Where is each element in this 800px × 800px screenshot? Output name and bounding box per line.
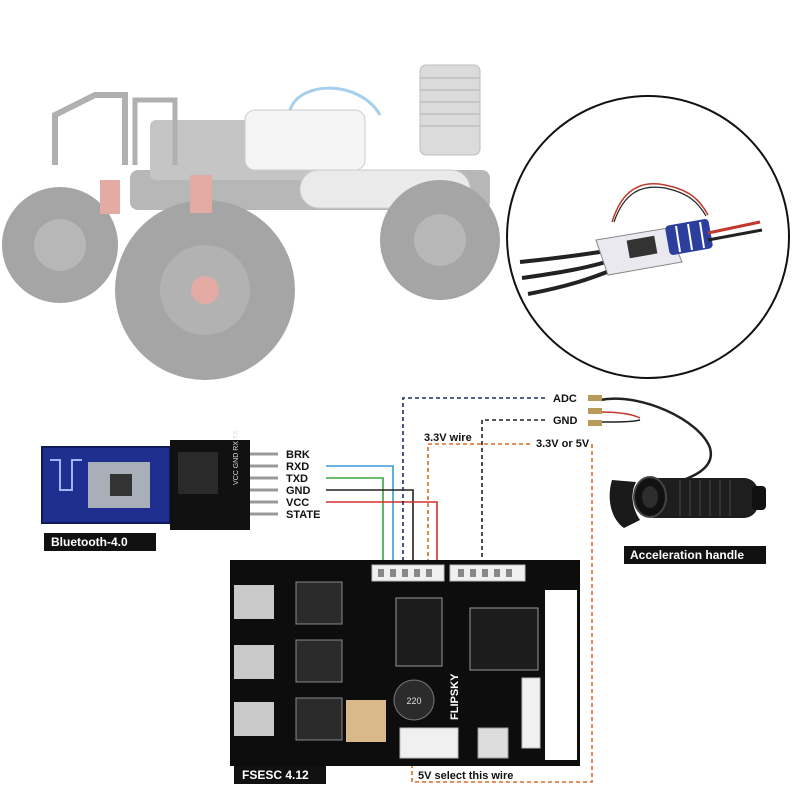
pin-label-txd: TXD <box>286 473 308 485</box>
label-adc: ADC <box>553 393 577 405</box>
dashed-wire-power <box>427 443 530 572</box>
wire-gnd <box>326 489 414 572</box>
pin-label-gnd: GND <box>286 485 311 497</box>
wire-vcc <box>326 501 438 572</box>
pin-label-state: STATE <box>286 509 320 521</box>
inset-esc-photo <box>506 95 790 379</box>
dashed-wire-adc <box>402 397 545 572</box>
label-5v-select: 5V select this wire <box>418 770 513 782</box>
esc-brand: FLIPSKY <box>449 673 461 720</box>
bluetooth-wires <box>326 465 438 572</box>
inductor-marking: 220 <box>406 696 421 706</box>
label-3v3-or-5v: 3.3V or 5V <box>536 438 590 450</box>
esc-tag: FSESC 4.12 <box>234 766 326 784</box>
handle-title: Acceleration handle <box>630 548 744 562</box>
bluetooth-module: VCC GND RX TX <box>41 430 278 530</box>
bt-silkscreen: VCC GND RX TX <box>233 430 240 485</box>
pin-label-brk: BRK <box>286 449 310 461</box>
handle-cable <box>588 395 713 488</box>
pin-label-vcc: VCC <box>286 497 309 509</box>
wire-rxd <box>326 465 394 572</box>
dashed-wires <box>402 397 593 783</box>
rc-car-image <box>2 64 500 380</box>
bluetooth-title: Bluetooth-4.0 <box>51 535 128 549</box>
label-3v3-wire: 3.3V wire <box>424 432 472 444</box>
pin-label-rxd: RXD <box>286 461 309 473</box>
acceleration-handle <box>609 476 766 528</box>
dashed-wire-gnd <box>481 419 545 572</box>
bluetooth-pin-labels: BRK RXD TXD GND VCC STATE <box>286 449 320 521</box>
bluetooth-tag: Bluetooth-4.0 <box>44 533 156 551</box>
fsesc-board: 220 FLIPSKY <box>230 560 580 766</box>
handle-tag: Acceleration handle <box>624 546 766 564</box>
dashed-wire-5v-select <box>411 444 593 783</box>
wire-txd <box>326 477 384 572</box>
label-gnd: GND <box>553 415 578 427</box>
esc-title: FSESC 4.12 <box>242 768 309 782</box>
